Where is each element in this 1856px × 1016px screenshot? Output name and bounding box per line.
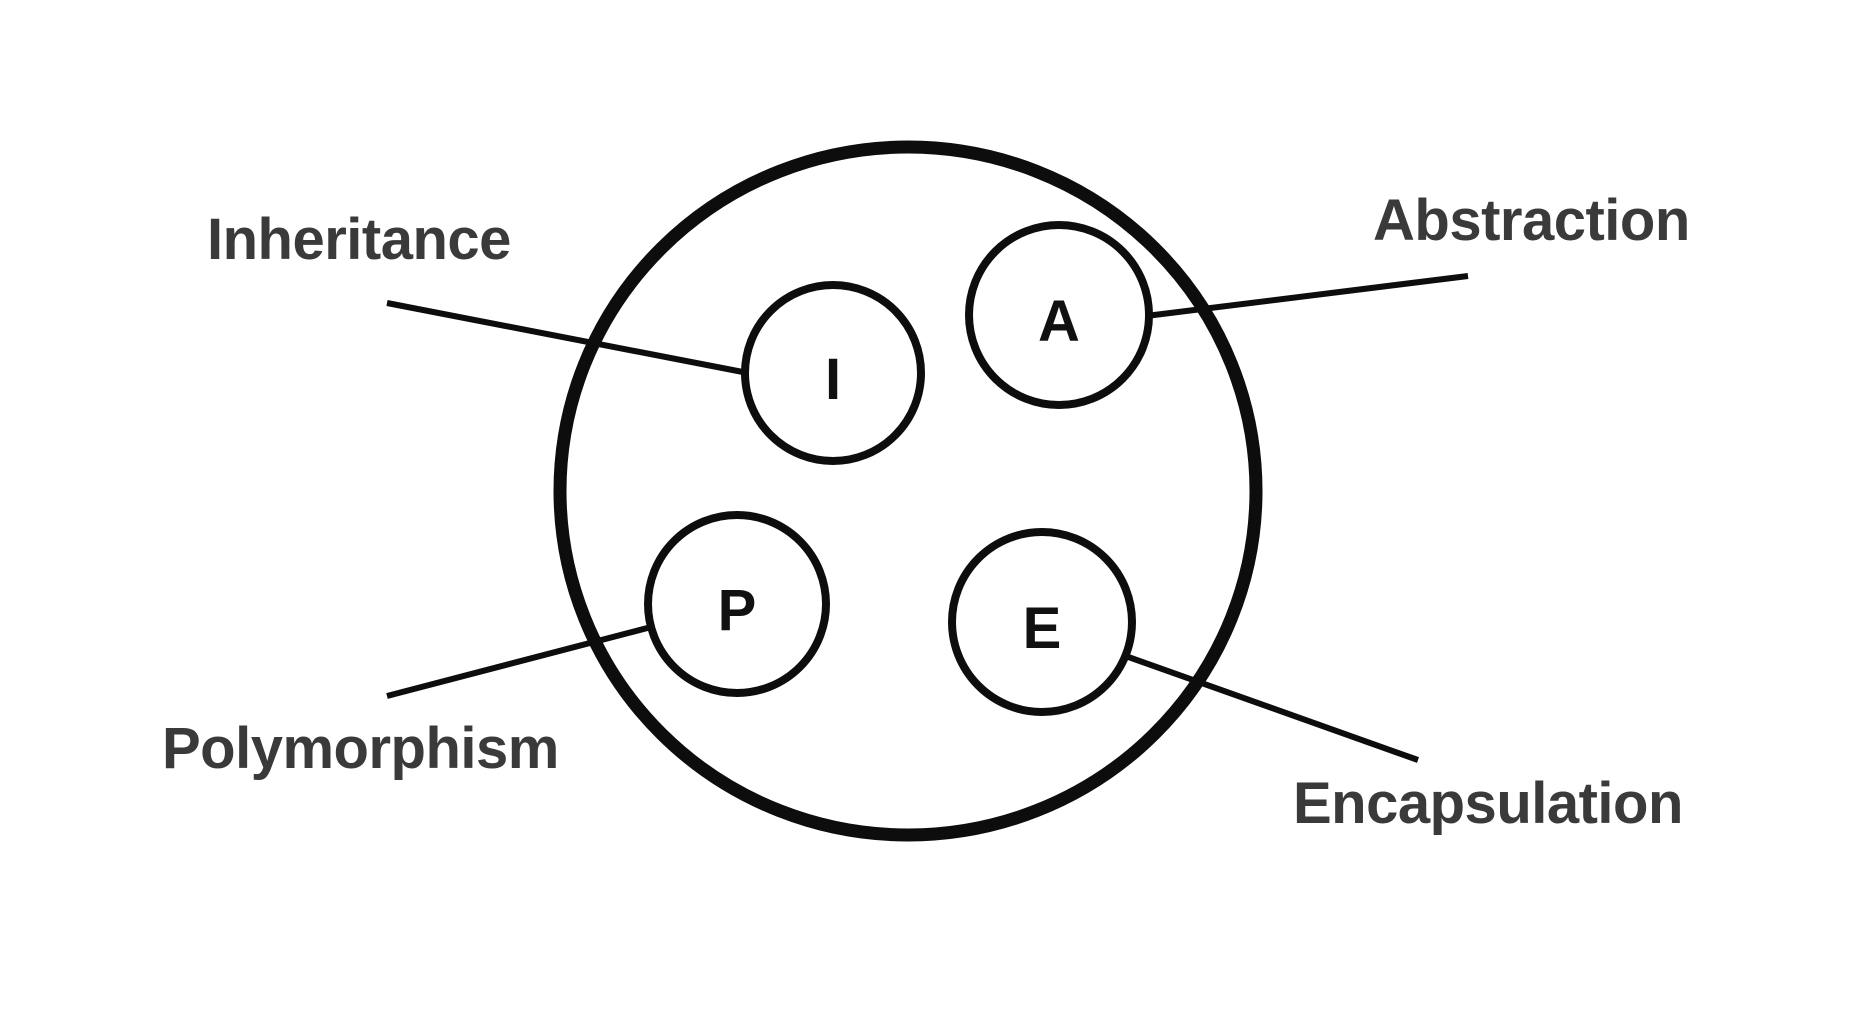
encapsulation-connector-line xyxy=(1118,651,1420,763)
outer-circle xyxy=(553,140,1263,842)
inheritance-label: Inheritance xyxy=(207,207,511,272)
polymorphism-node-letter: P xyxy=(718,578,757,643)
abstraction-node-circle xyxy=(965,221,1153,409)
inheritance-node-circle xyxy=(741,281,925,465)
abstraction-node-letter: A xyxy=(1038,289,1080,354)
inheritance-node-letter: I xyxy=(825,347,841,412)
inheritance-connector-line xyxy=(386,300,749,376)
abstraction-connector-line xyxy=(1145,273,1469,319)
encapsulation-node-letter: E xyxy=(1023,596,1062,661)
encapsulation-label: Encapsulation xyxy=(1293,771,1683,836)
polymorphism-label: Polymorphism xyxy=(162,716,559,781)
encapsulation-node-circle xyxy=(948,528,1136,716)
polymorphism-node-circle xyxy=(644,511,830,697)
polymorphism-connector-line xyxy=(386,623,656,699)
abstraction-label: Abstraction xyxy=(1373,188,1690,253)
